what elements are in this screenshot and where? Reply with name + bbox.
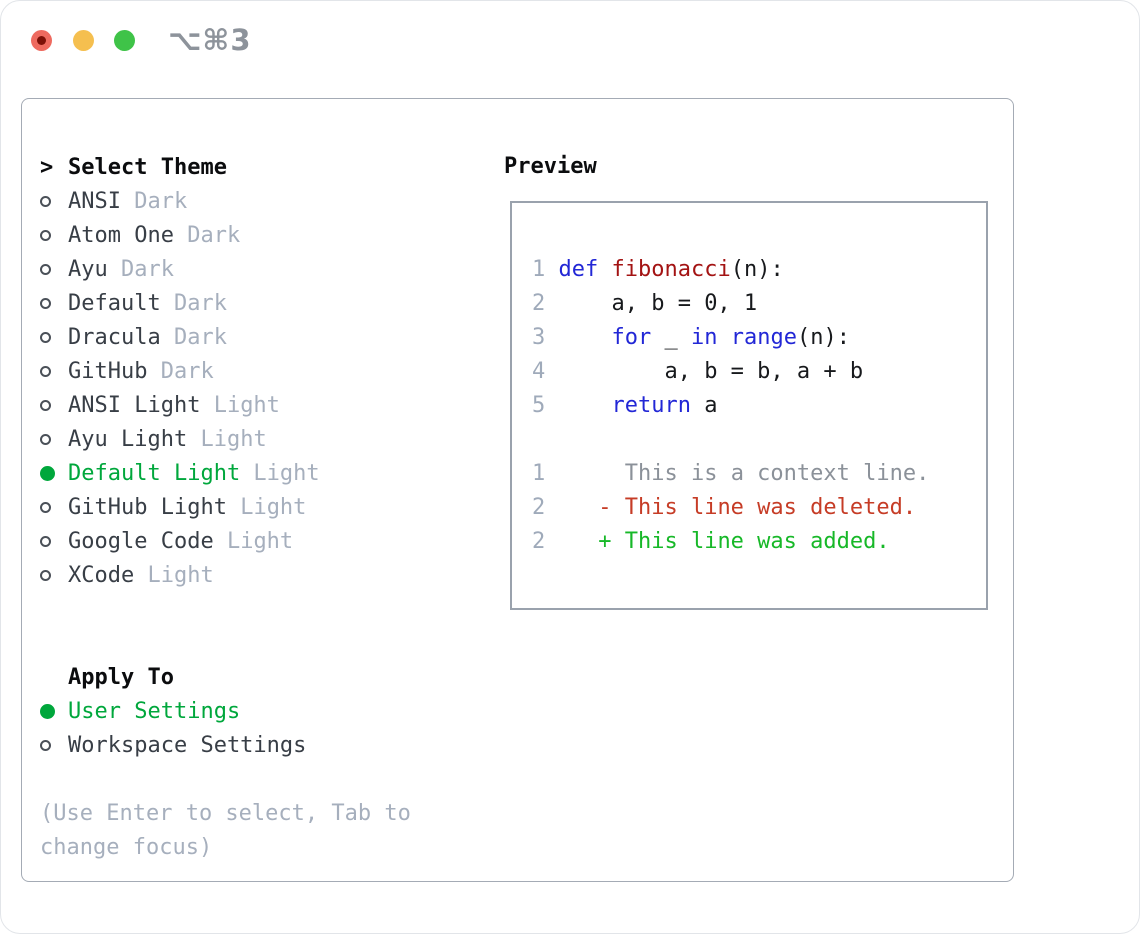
- preview-line: 2 - This line was deleted.: [532, 495, 917, 520]
- theme-option-name: XCode: [68, 562, 135, 588]
- radio-icon: [40, 399, 51, 411]
- radio-icon: [40, 433, 51, 445]
- spacer: [40, 762, 480, 796]
- radio-icon: [40, 703, 55, 719]
- radio-icon: [40, 569, 51, 581]
- theme-variant-badge: Dark: [147, 358, 214, 384]
- titlebar: ⌥⌘3: [1, 1, 1139, 98]
- window-title: ⌥⌘3: [168, 23, 252, 57]
- theme-variant-badge: Dark: [160, 324, 227, 350]
- apply-option-label: Workspace Settings: [68, 732, 307, 758]
- radio-marker: [40, 703, 68, 719]
- theme-option-name: Ayu: [68, 256, 108, 282]
- theme-option[interactable]: Ayu Dark: [40, 252, 480, 286]
- radio-icon: [40, 535, 51, 547]
- preview-box: 1 def fibonacci(n): 2 a, b = 0, 1 3 for _ …: [510, 201, 988, 610]
- theme-option-name: GitHub Light: [68, 494, 227, 520]
- preview-blank-line: [532, 423, 986, 457]
- theme-option[interactable]: Ayu Light Light: [40, 422, 480, 456]
- radio-icon: [40, 331, 51, 343]
- theme-variant-badge: Light: [200, 392, 280, 418]
- preview-line: 1 This is a context line.: [532, 461, 930, 486]
- theme-variant-badge: Dark: [107, 256, 174, 282]
- theme-option[interactable]: GitHub Light Light: [40, 490, 480, 524]
- theme-variant-badge: Dark: [160, 290, 227, 316]
- hint-text-line2: change focus): [40, 834, 213, 860]
- theme-option[interactable]: ANSI Dark: [40, 184, 480, 218]
- preview-line: 1 def fibonacci(n):: [532, 257, 784, 282]
- theme-variant-badge: Light: [187, 426, 267, 452]
- close-button[interactable]: [31, 30, 52, 51]
- preview-line: 3 for _ in range(n):: [532, 325, 850, 350]
- theme-list-header-row: > Select Theme: [40, 150, 480, 184]
- theme-variant-badge: Light: [134, 562, 214, 588]
- radio-marker: [40, 331, 68, 343]
- radio-icon: [40, 465, 55, 481]
- radio-icon: [40, 365, 51, 377]
- theme-variant-badge: Dark: [173, 222, 241, 248]
- radio-marker: [40, 365, 68, 377]
- radio-marker: [40, 535, 68, 547]
- apply-to-header: Apply To: [68, 664, 174, 690]
- radio-marker: [40, 501, 68, 513]
- preview-title: Preview: [504, 154, 597, 179]
- preview-line: 4 a, b = b, a + b: [532, 359, 864, 384]
- theme-option-name: GitHub: [68, 358, 148, 384]
- theme-option-name: ANSI Light: [68, 392, 201, 418]
- spacer: [40, 592, 480, 626]
- theme-option-name: Ayu Light: [68, 426, 188, 452]
- spacer: [40, 626, 480, 660]
- radio-marker: [40, 399, 68, 411]
- theme-variant-badge: Light: [226, 494, 307, 520]
- apply-to-header-row: Apply To: [40, 660, 480, 694]
- theme-option[interactable]: Atom One Dark: [40, 218, 480, 252]
- theme-option-name: Atom One: [68, 222, 174, 248]
- theme-option[interactable]: ANSI Light Light: [40, 388, 480, 422]
- theme-option-name: Dracula: [68, 324, 161, 350]
- theme-variant-badge: Light: [213, 528, 294, 554]
- radio-icon: [40, 501, 51, 513]
- zoom-button[interactable]: [114, 30, 135, 51]
- minimize-button[interactable]: [73, 30, 94, 51]
- radio-marker: [40, 297, 68, 309]
- theme-option[interactable]: Default Dark: [40, 286, 480, 320]
- theme-option[interactable]: Dracula Dark: [40, 320, 480, 354]
- apply-option-label: User Settings: [68, 698, 241, 724]
- radio-marker: [40, 263, 68, 275]
- theme-option-name: Google Code: [68, 528, 214, 554]
- radio-icon: [40, 229, 51, 241]
- theme-option[interactable]: GitHub Dark: [40, 354, 480, 388]
- radio-marker: [40, 433, 68, 445]
- preview-line: 5 return a: [532, 393, 718, 418]
- radio-icon: [40, 263, 51, 275]
- theme-variant-badge: Light: [240, 460, 320, 486]
- theme-option-name: Default Light: [68, 460, 241, 486]
- theme-option[interactable]: Google Code Light: [40, 524, 480, 558]
- theme-variant-badge: Dark: [120, 188, 188, 214]
- apply-option[interactable]: User Settings: [40, 694, 480, 728]
- theme-option-name: Default: [68, 290, 161, 316]
- theme-option[interactable]: Default Light Light: [40, 456, 480, 490]
- theme-option[interactable]: XCode Light: [40, 558, 480, 592]
- radio-icon: [40, 195, 51, 207]
- prompt-marker: >: [40, 155, 68, 180]
- radio-marker: [40, 195, 68, 207]
- radio-marker: [40, 465, 68, 481]
- radio-icon: [40, 297, 51, 309]
- radio-marker: [40, 229, 68, 241]
- radio-marker: [40, 739, 68, 751]
- theme-option-name: ANSI: [68, 188, 121, 214]
- hint-text-line1: (Use Enter to select, Tab to: [40, 800, 411, 826]
- preview-line: 2 a, b = 0, 1: [532, 291, 758, 316]
- theme-list-header: Select Theme: [68, 154, 227, 180]
- preview-line: 2 + This line was added.: [532, 529, 890, 554]
- close-dot-icon: [37, 36, 46, 45]
- radio-icon: [40, 739, 51, 751]
- radio-marker: [40, 569, 68, 581]
- prompt-icon: >: [40, 154, 54, 180]
- apply-option[interactable]: Workspace Settings: [40, 728, 480, 762]
